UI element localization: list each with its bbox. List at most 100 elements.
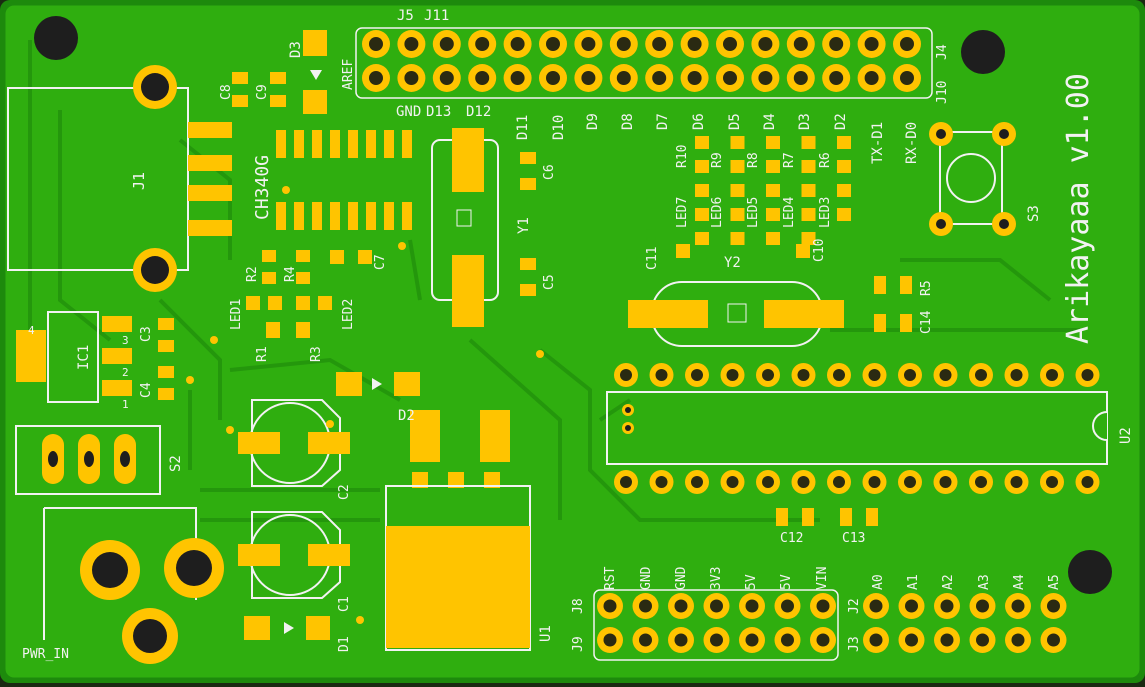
smd-pad [766, 136, 780, 149]
label-led6: LED6 [710, 197, 725, 228]
label-gnd-top: GND [396, 104, 421, 120]
label-d13: D13 [426, 104, 451, 120]
ch340-pin [366, 202, 376, 230]
smd-pad [730, 208, 745, 221]
label-rx: RX-D0 [904, 122, 920, 164]
smd-pad [730, 184, 745, 197]
smd-pad [766, 184, 780, 197]
header-j5-j11 [362, 30, 921, 92]
label-d10: D10 [551, 115, 567, 140]
label-led7: LED7 [675, 197, 690, 228]
smd-pad [695, 208, 709, 221]
label-y2: Y2 [724, 255, 741, 271]
label-ch340g: CH340G [252, 155, 273, 220]
label-r6: R6 [818, 152, 833, 168]
usb-connector-j1 [7, 87, 189, 271]
regulator-ic1 [47, 311, 99, 403]
traces [28, 40, 1080, 522]
label-led1: LED1 [229, 299, 244, 330]
label-a4: A4 [1012, 574, 1027, 590]
label-a0: A0 [871, 574, 886, 590]
label-vin: VIN [815, 567, 830, 590]
label-d6: D6 [691, 113, 707, 130]
ch340-pin [276, 130, 286, 158]
ch340-pin [384, 130, 394, 158]
label-j8: J8 [571, 598, 586, 614]
reset-button-s3[interactable] [939, 131, 1003, 225]
label-d4: D4 [762, 113, 778, 130]
smd-pad [801, 232, 816, 245]
smd-pad [837, 208, 851, 221]
label-d3-diode: D3 [288, 41, 304, 58]
label-c13: C13 [842, 531, 865, 546]
label-led2: LED2 [341, 299, 356, 330]
smd-pad [837, 136, 851, 149]
label-d5: D5 [727, 113, 743, 130]
label-led5: LED5 [746, 197, 761, 228]
label-5v-a: 5V [744, 574, 759, 590]
label-d1: D1 [337, 636, 352, 652]
label-c11: C11 [645, 247, 660, 270]
smd-pad [695, 184, 709, 197]
label-ic1: IC1 [76, 345, 92, 370]
label-c2: C2 [337, 484, 352, 500]
ch340-pin [348, 202, 358, 230]
label-c7: C7 [373, 254, 388, 270]
label-r5: R5 [919, 280, 934, 296]
label-a1: A1 [906, 574, 921, 590]
silkscreen-labels: J5 J11 AREF J4 J10 GND D13 D12 D11 D10 D… [22, 8, 1134, 662]
label-d11: D11 [515, 115, 531, 140]
label-led3: LED3 [818, 197, 833, 228]
ch340-pin [330, 130, 340, 158]
label-j5: J5 [397, 8, 414, 24]
label-gnd-1: GND [639, 566, 654, 590]
mount-hole-top-right [961, 30, 1005, 74]
label-a3: A3 [977, 574, 992, 590]
ch340-pin [294, 202, 304, 230]
label-d2-diode: D2 [398, 408, 415, 424]
label-gnd-2: GND [674, 566, 689, 590]
label-j2: J2 [847, 598, 862, 614]
label-j1: J1 [130, 172, 148, 190]
label-c8: C8 [219, 84, 234, 100]
smd-pad [695, 160, 709, 173]
label-u2: U2 [1118, 427, 1134, 444]
ch340-pin [312, 202, 322, 230]
label-c9: C9 [255, 84, 270, 100]
smd-pad [695, 136, 709, 149]
label-r9: R9 [710, 152, 725, 168]
label-r1: R1 [255, 346, 270, 362]
smd-pad [766, 232, 780, 245]
ch340-pin [276, 202, 286, 230]
smd-pad [801, 160, 816, 173]
label-a5: A5 [1047, 574, 1062, 590]
ch340-pin [402, 202, 412, 230]
label-aref: AREF [341, 59, 356, 90]
mount-hole-bottom-right [1068, 550, 1112, 594]
smd-pad [837, 184, 851, 197]
ch340-pin [402, 130, 412, 158]
ch340-pin [348, 130, 358, 158]
label-c4: C4 [139, 382, 154, 398]
label-3v3: 3V3 [709, 567, 724, 590]
smd-pad [801, 136, 816, 149]
label-c6: C6 [542, 164, 557, 180]
ch340-pin [366, 130, 376, 158]
ch340-pin [384, 202, 394, 230]
smd-pad [730, 136, 745, 149]
label-j3: J3 [847, 636, 862, 652]
label-s3: S3 [1026, 205, 1042, 222]
label-ic1-pin3: 3 [122, 334, 129, 347]
label-y1: Y1 [516, 217, 532, 234]
board-version-label: Arikayaaa v1.00 [1061, 73, 1096, 344]
label-rst: RST [603, 566, 618, 590]
label-ic1-pin1: 1 [122, 398, 129, 411]
label-r8: R8 [746, 152, 761, 168]
label-pwr-in: PWR_IN [22, 647, 69, 662]
power-switch-s2[interactable] [15, 425, 161, 495]
u2-pins [614, 363, 1100, 494]
smd-pad [730, 232, 745, 245]
label-c10: C10 [812, 239, 827, 262]
